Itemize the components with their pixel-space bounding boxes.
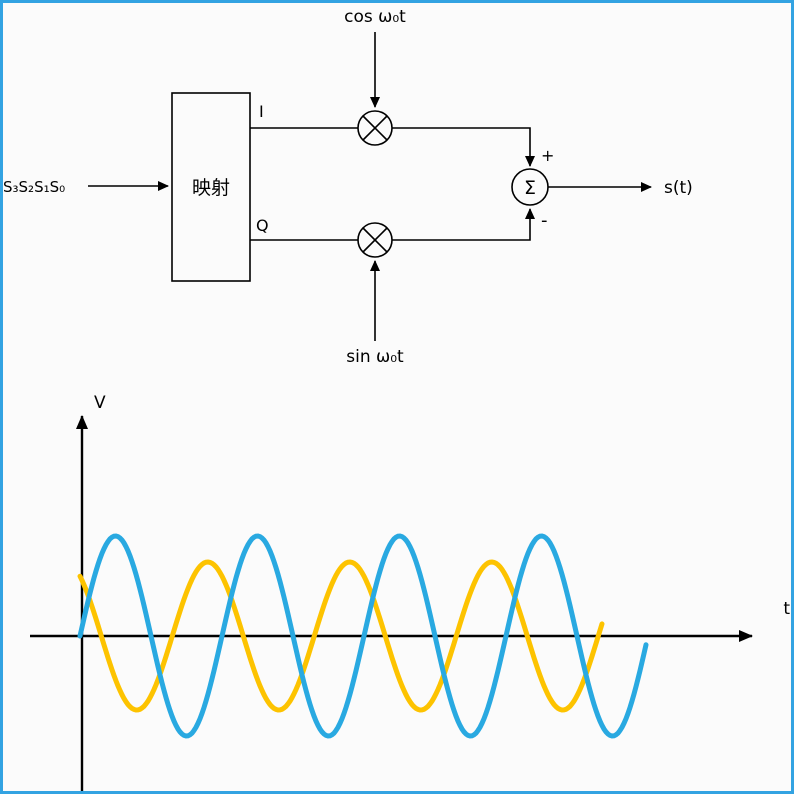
i-to-summer-line <box>392 127 535 167</box>
multiplier-top <box>357 110 393 146</box>
wave-blue-carrier <box>77 533 649 739</box>
carrier-waveform-plot: V t <box>30 393 790 794</box>
q-to-summer-line <box>392 208 535 241</box>
output-label: s(t) <box>664 178 693 198</box>
summer: Σ <box>511 168 549 206</box>
sigma-label: Σ <box>524 177 536 199</box>
i-branch-label: I <box>259 102 264 121</box>
sin-carrier-label: sin ω₀t <box>346 347 404 367</box>
t-axis-label: t <box>783 599 790 619</box>
input-bits-label: S₃S₂S₁S₀ <box>3 178 65 196</box>
mapping-box <box>171 92 251 282</box>
modulator-block-diagram: cos ω₀t S₃S₂S₁S₀ 映射 I + Q - Σ s(t) sin ω… <box>3 7 693 367</box>
multiplier-bottom <box>357 222 393 258</box>
mapping-box-label: 映射 <box>192 177 230 199</box>
plus-sign-label: + <box>541 146 554 165</box>
v-axis-label: V <box>94 393 106 413</box>
q-branch-label: Q <box>256 216 269 235</box>
multiplier-bottom-x2 <box>362 227 388 253</box>
cos-carrier-label: cos ω₀t <box>344 7 406 27</box>
multiplier-top-x2 <box>362 115 388 141</box>
minus-sign-label: - <box>541 210 548 231</box>
